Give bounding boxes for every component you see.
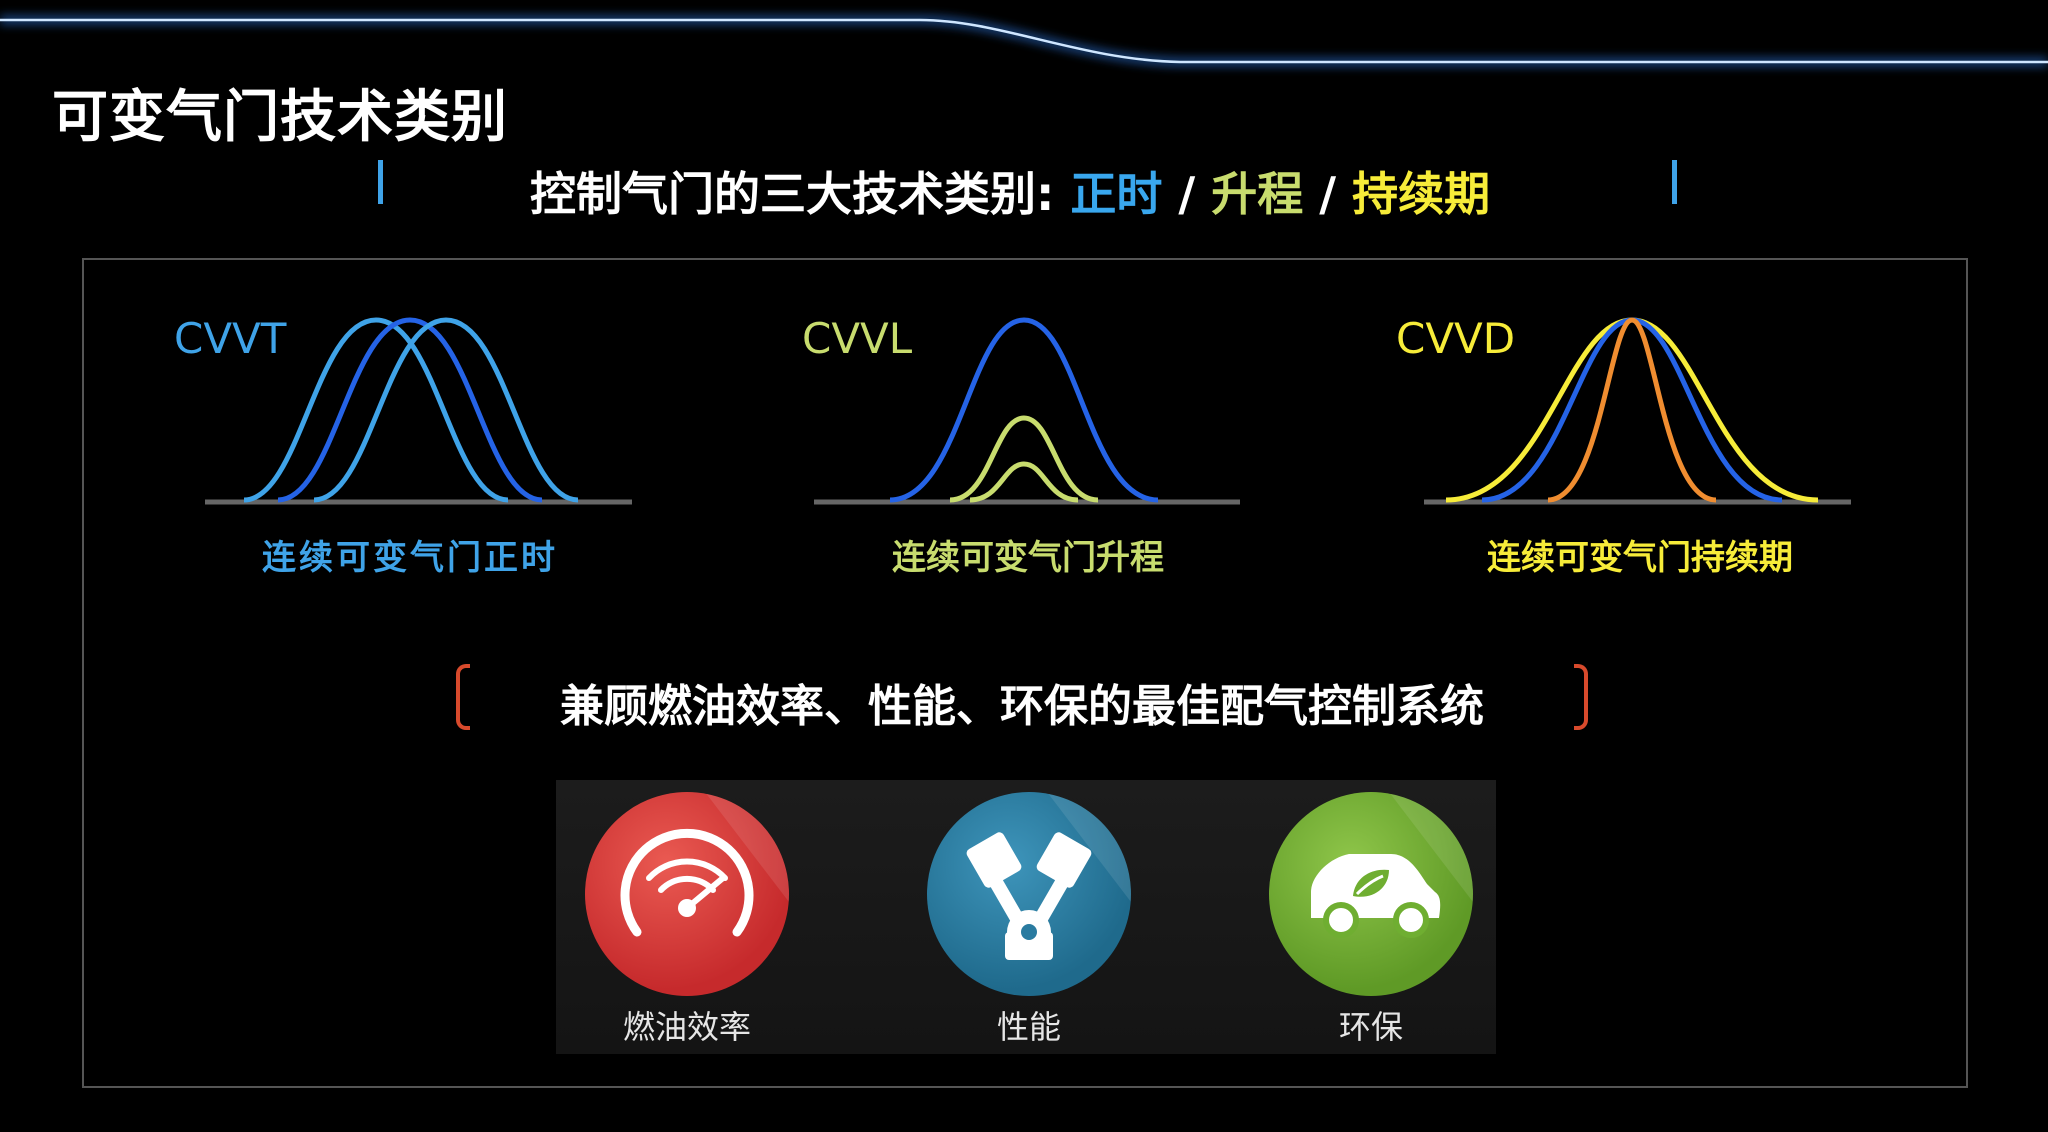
tagline-right-bracket — [1574, 664, 1588, 730]
page-title: 可变气门技术类别 — [52, 85, 508, 150]
cvvd-caption: 连续可变气门持续期 — [1487, 538, 1793, 578]
benefits-panel: 燃油效率 性能 — [556, 780, 1496, 1054]
subtitle-lift: 升程 — [1211, 167, 1304, 221]
tagline-left-bracket — [456, 664, 470, 730]
cvvl-curves — [814, 317, 1240, 505]
cvvd-curves — [1424, 317, 1851, 505]
tagline: 兼顾燃油效率、性能、环保的最佳配气控制系统 — [560, 681, 1484, 732]
cvvt-label: CVVT — [174, 314, 287, 363]
cvvl-label: CVVL — [802, 314, 913, 363]
eco-car-icon — [1269, 792, 1473, 996]
speedometer-icon — [585, 792, 789, 996]
benefit-label: 环保 — [1338, 1008, 1403, 1046]
benefit-performance: 性能 — [924, 792, 1134, 1048]
header-accent-line — [0, 16, 2048, 66]
cvvl-curve-low — [969, 461, 1079, 503]
cvvl-caption: 连续可变气门升程 — [892, 538, 1164, 578]
cvvl-curve-high — [889, 317, 1159, 503]
cvvt-curves — [205, 317, 632, 505]
cvvt-caption: 连续可变气门正时 — [262, 538, 558, 578]
cvvd-curve-short — [1547, 317, 1717, 503]
benefit-environment: 环保 — [1266, 792, 1476, 1048]
benefit-fuel-efficiency: 燃油效率 — [582, 792, 792, 1048]
subtitle-prefix: 控制气门的三大技术类别: — [530, 167, 1071, 221]
cvvt-curve-mid — [277, 317, 543, 503]
subtitle-right-bar — [1672, 160, 1677, 204]
cvvt-curve-early — [243, 317, 509, 503]
subtitle-timing: 正时 — [1070, 167, 1163, 221]
subtitle-separator: / — [1303, 167, 1353, 221]
subtitle-left-bar — [378, 160, 383, 204]
cvvl-curve-mid — [949, 415, 1099, 503]
cvvd-label: CVVD — [1396, 314, 1516, 363]
content-frame — [82, 258, 1968, 1088]
benefit-label: 性能 — [996, 1008, 1061, 1046]
subtitle-duration: 持续期 — [1352, 167, 1491, 221]
cvvt-curve-late — [313, 317, 579, 503]
subtitle: 控制气门的三大技术类别: 正时 / 升程 / 持续期 — [530, 158, 1490, 224]
subtitle-separator: / — [1162, 167, 1212, 221]
engine-pistons-icon — [927, 792, 1131, 996]
benefit-label: 燃油效率 — [622, 1008, 751, 1046]
cvvd-curve-mid — [1481, 317, 1783, 503]
